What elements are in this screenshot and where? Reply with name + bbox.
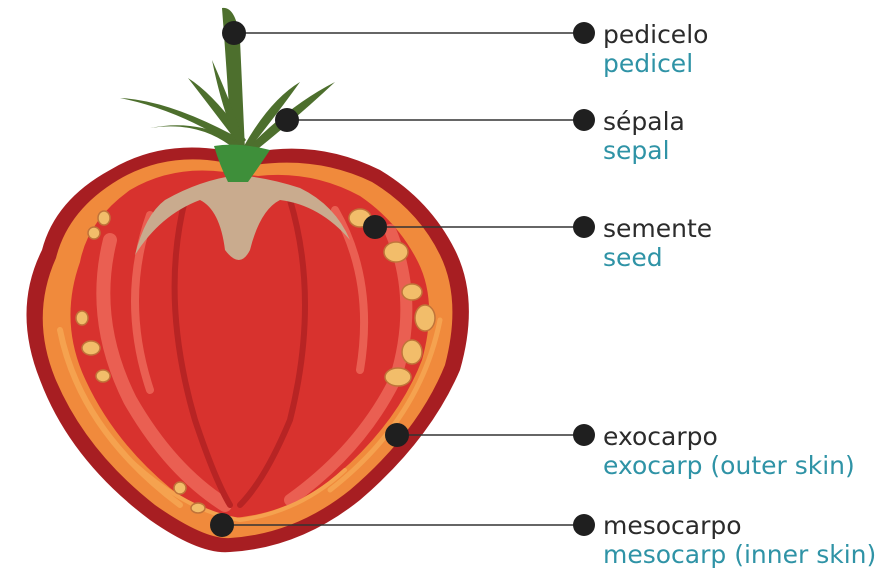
label-pt: pedicelo	[603, 20, 708, 49]
label-sepal: sépala sepal	[603, 107, 685, 165]
dot-mesocarp-start	[210, 513, 234, 537]
dot-pedicel-end	[573, 22, 595, 44]
label-en: exocarp (outer skin)	[603, 451, 855, 480]
dot-pedicel-start	[222, 21, 246, 45]
dot-seed-start	[363, 215, 387, 239]
dot-sepal-end	[573, 109, 595, 131]
label-pt: sépala	[603, 107, 685, 136]
label-mesocarp: mesocarpo mesocarp (inner skin)	[603, 511, 876, 569]
label-exocarp: exocarpo exocarp (outer skin)	[603, 422, 855, 480]
label-pt: semente	[603, 214, 712, 243]
label-en: pedicel	[603, 49, 708, 78]
dot-seed-end	[573, 216, 595, 238]
label-pt: exocarpo	[603, 422, 855, 451]
label-pedicel: pedicelo pedicel	[603, 20, 708, 78]
label-seed: semente seed	[603, 214, 712, 272]
dot-exocarp-start	[385, 423, 409, 447]
label-en: sepal	[603, 136, 685, 165]
dot-mesocarp-end	[573, 514, 595, 536]
dot-sepal-start	[275, 108, 299, 132]
label-pt: mesocarpo	[603, 511, 876, 540]
label-en: seed	[603, 243, 712, 272]
dot-exocarp-end	[573, 424, 595, 446]
label-en: mesocarp (inner skin)	[603, 540, 876, 569]
